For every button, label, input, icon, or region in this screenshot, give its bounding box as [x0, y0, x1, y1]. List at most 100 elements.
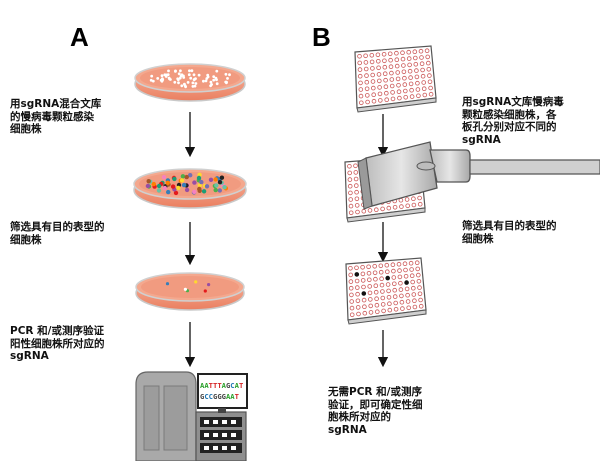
- plate-well: [390, 90, 395, 95]
- plate-well: [354, 203, 360, 208]
- plate-well: [373, 283, 379, 289]
- plate-well: [381, 308, 386, 314]
- plate-well: [380, 302, 386, 307]
- cell-dot: [146, 179, 151, 184]
- cell-dot: [192, 180, 197, 185]
- plate-well: [399, 299, 405, 305]
- plate-well: [389, 77, 395, 82]
- cell-dot: [214, 76, 218, 80]
- cell-dot: [173, 80, 177, 84]
- plate-well: [405, 292, 410, 298]
- plate-well: [365, 99, 370, 105]
- plate-well: [409, 273, 415, 279]
- plate-well: [398, 287, 404, 292]
- plate-well: [410, 279, 416, 285]
- plate-well: [408, 81, 414, 87]
- cell-dot: [203, 289, 207, 293]
- plate-well: [382, 58, 387, 64]
- plate-well: [354, 272, 360, 277]
- cell-dot: [151, 181, 156, 187]
- plate-well: [358, 87, 364, 92]
- plate-well: [402, 75, 407, 81]
- plate-well: [402, 82, 408, 87]
- plate-well: [422, 92, 428, 98]
- cell-dot: [186, 81, 190, 84]
- plate-well: [353, 176, 359, 182]
- plate-well: [361, 297, 367, 303]
- plate-well: [373, 289, 379, 295]
- plate-well: [383, 77, 388, 83]
- cell-dot: [156, 77, 160, 80]
- left-step-3-label: PCR 和/或测序验证 阳性细胞株所对应的 sgRNA: [10, 325, 105, 362]
- monitor-sequence-line-2: GCCGGGAAT: [200, 392, 240, 401]
- plate-well: [354, 196, 360, 202]
- cell-dot: [194, 77, 197, 80]
- plate-well: [405, 203, 411, 209]
- well-plate-3: [345, 257, 427, 325]
- plate-well: [413, 62, 419, 67]
- cell-dot: [160, 74, 164, 78]
- plate-well: [348, 279, 354, 284]
- panel-label-a: A: [70, 22, 89, 52]
- plate-well: [387, 307, 393, 313]
- cell-dot: [190, 69, 194, 73]
- plate-well: [361, 291, 367, 296]
- plate-well: [406, 305, 412, 311]
- plate-well: [417, 195, 422, 201]
- cell-dot: [194, 280, 198, 284]
- plate-well: [355, 291, 360, 297]
- cell-dot: [174, 69, 177, 73]
- plate-well: [409, 87, 414, 93]
- right-step-3-label: 无需PCR 和/或测序 验证，即可确定性细 胞株所对应的 sgRNA: [328, 386, 423, 436]
- plate-well: [372, 263, 378, 269]
- plate-well: [399, 293, 404, 299]
- petri-dish-2: [133, 168, 247, 209]
- plate-well: [348, 197, 354, 202]
- plate-well: [418, 303, 424, 309]
- plate-well: [371, 92, 377, 97]
- cell-dot: [177, 81, 180, 85]
- cell-dot: [204, 184, 210, 189]
- plate-well: [409, 267, 414, 272]
- plate-well: [394, 50, 399, 56]
- plate-well: [408, 260, 414, 266]
- cell-dot: [199, 179, 204, 185]
- cell-dot: [170, 184, 176, 189]
- plate-well: [428, 91, 434, 97]
- plate-well: [388, 64, 394, 69]
- plate-well: [377, 85, 382, 90]
- plate-well: [371, 98, 377, 104]
- plate-well: [396, 83, 401, 88]
- cell-dot: [201, 189, 207, 194]
- plate-well: [375, 52, 381, 58]
- sequencer-machine: [135, 371, 247, 461]
- plate-well: [390, 96, 396, 102]
- cell-dot: [184, 85, 188, 89]
- right-step-2-label: 筛选具有目的表型的 细胞株: [462, 220, 557, 245]
- plate-well: [357, 60, 363, 66]
- cell-dot: [217, 188, 222, 193]
- cell-dot: [165, 180, 170, 185]
- plate-well: [415, 87, 421, 92]
- plate-well: [349, 305, 355, 311]
- plate-well: [384, 97, 390, 102]
- plate-well: [370, 85, 376, 91]
- plate-well: [386, 294, 392, 300]
- cell-dot: [228, 73, 231, 77]
- cell-dot: [184, 174, 189, 180]
- panel-label-b: B: [312, 22, 331, 52]
- plate-well: [396, 261, 402, 267]
- cell-dot: [196, 175, 202, 181]
- cell-dot: [156, 183, 162, 189]
- plate-well: [391, 281, 397, 287]
- plate-well: [414, 74, 420, 80]
- cell-dot: [150, 74, 154, 78]
- plate-well: [354, 265, 359, 271]
- plate-well: [401, 69, 407, 75]
- cell-dot: [182, 76, 186, 79]
- plate-well: [360, 271, 366, 277]
- plate-well: [396, 89, 402, 94]
- plate-well: [357, 67, 363, 72]
- plate-well: [415, 266, 421, 272]
- plate-well: [358, 80, 363, 86]
